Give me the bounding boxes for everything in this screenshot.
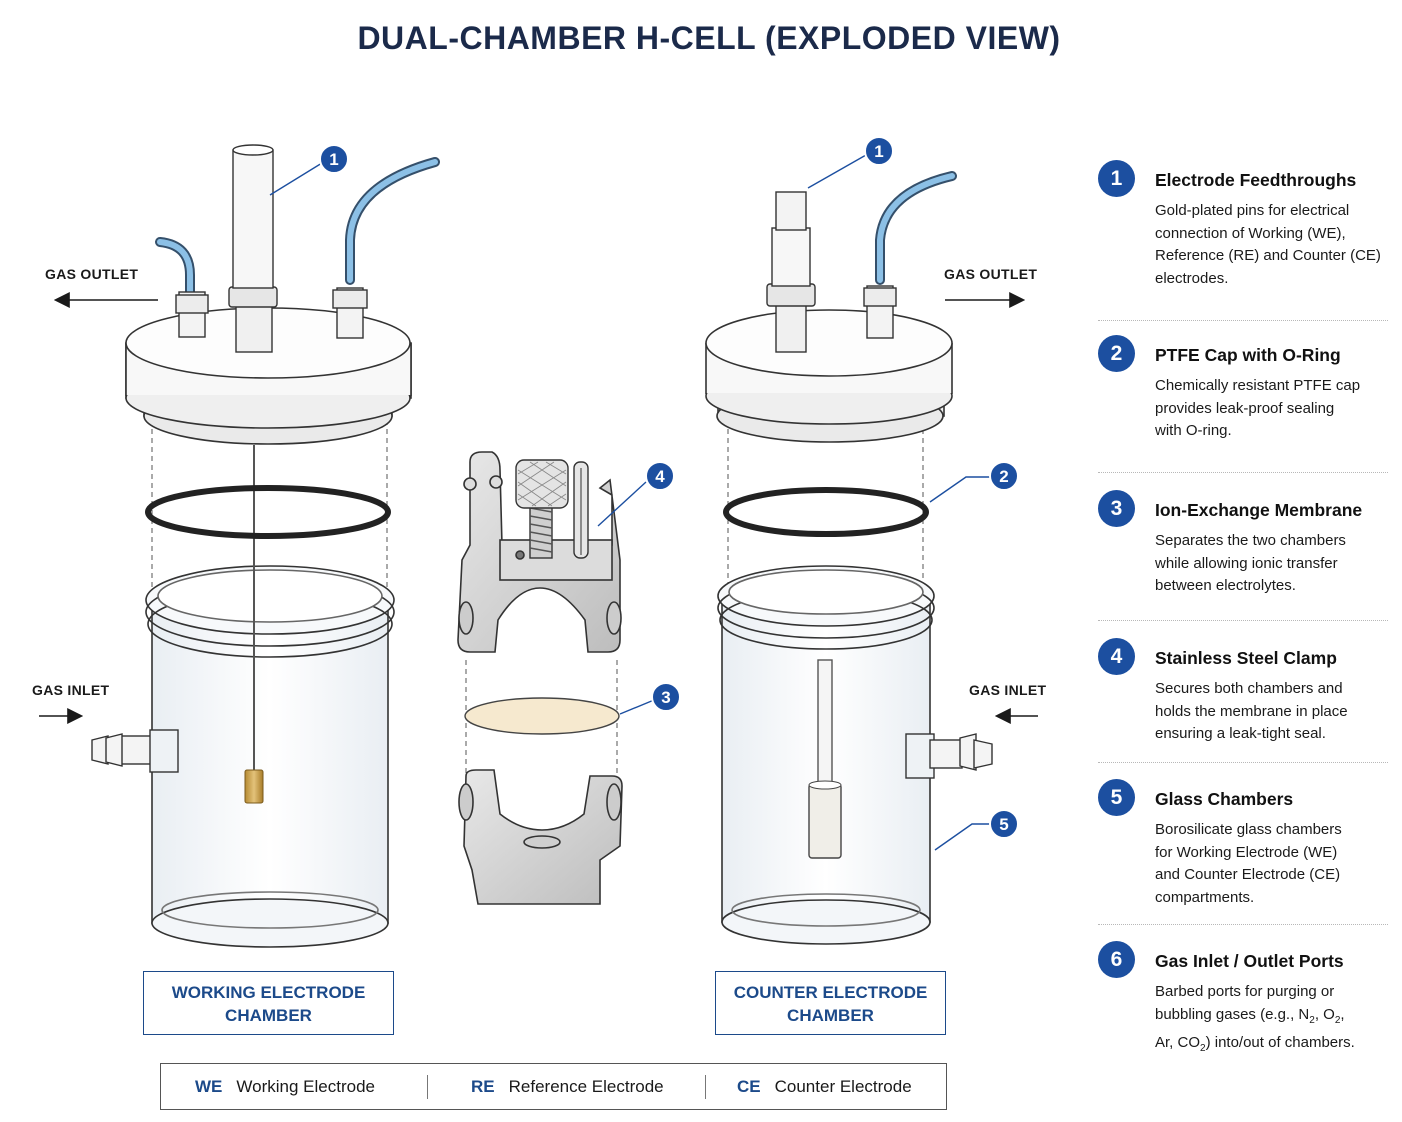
page-title: DUAL-CHAMBER H-CELL (EXPLODED VIEW) xyxy=(357,20,1061,56)
callout-1-left-text: 1 xyxy=(329,150,338,169)
left-o-ring xyxy=(145,485,391,539)
legend-text: Working Electrode xyxy=(236,1076,375,1096)
callout-3-text: 3 xyxy=(661,688,670,707)
callout-1-right xyxy=(864,136,894,166)
legend-item-ce: CE Counter Electrode xyxy=(737,1077,912,1097)
part-title: Glass Chambers xyxy=(1155,789,1294,809)
callout-badges xyxy=(319,136,1019,839)
right-gas-tube xyxy=(875,171,957,285)
working-chamber-line-2: CHAMBER xyxy=(225,1006,312,1025)
gas-inlet-right-label: GAS INLET xyxy=(969,682,1047,698)
legend-text: Reference Electrode xyxy=(508,1076,664,1096)
left-electrode-feedthrough xyxy=(228,96,278,353)
legend-text: Counter Electrode xyxy=(774,1076,912,1096)
gas-outlet-right-label: GAS OUTLET xyxy=(944,266,1038,282)
callout-1-right-text: 1 xyxy=(874,142,883,161)
right-o-ring xyxy=(723,487,929,537)
part-number-badge: 4 xyxy=(1098,638,1135,675)
callout-2-text: 2 xyxy=(999,467,1008,486)
part-number-badge: 5 xyxy=(1098,779,1135,816)
legend-item-re: RE Reference Electrode xyxy=(471,1077,705,1097)
working-chamber-line-1: WORKING ELECTRODE xyxy=(171,983,366,1002)
callout-4-text: 4 xyxy=(655,467,665,486)
ion-exchange-membrane xyxy=(464,697,620,735)
callout-3 xyxy=(651,682,681,712)
left-electrode-rod xyxy=(244,445,264,804)
counter-chamber-line-2: CHAMBER xyxy=(787,1006,874,1025)
gas-inlet-left-label: GAS INLET xyxy=(32,682,110,698)
part-divider xyxy=(1098,924,1388,925)
right-inlet-barb xyxy=(905,733,993,779)
part-number-badge: 1 xyxy=(1098,160,1135,197)
callout-4 xyxy=(645,461,675,491)
part-title: Ion-Exchange Membrane xyxy=(1155,500,1363,520)
right-cap-port xyxy=(863,285,897,339)
callout-5-text: 5 xyxy=(999,815,1008,834)
legend-divider xyxy=(427,1074,428,1099)
electrode-legend: WE Working Electrode RE Reference Electr… xyxy=(160,1063,947,1110)
flow-arrows xyxy=(39,292,1038,724)
part-number-badge: 3 xyxy=(1098,490,1135,527)
part-title: PTFE Cap with O-Ring xyxy=(1155,345,1341,365)
right-counter-electrode xyxy=(808,659,842,859)
center-assembly xyxy=(457,451,623,905)
clamp-thumbscrew xyxy=(515,459,589,559)
callout-numbers: 1 1 2 3 4 5 xyxy=(329,142,1008,834)
legend-abbr: RE xyxy=(471,1076,495,1096)
part-divider xyxy=(1098,320,1388,321)
part-number-badge: 6 xyxy=(1098,941,1135,978)
part-divider xyxy=(1098,620,1388,621)
right-electrode-feedthrough xyxy=(766,136,816,353)
callout-5 xyxy=(989,809,1019,839)
part-divider xyxy=(1098,472,1388,473)
right-ptfe-cap xyxy=(705,309,953,443)
callout-2 xyxy=(989,461,1019,491)
part-title: Stainless Steel Clamp xyxy=(1155,648,1337,668)
callout-leaders xyxy=(269,154,990,851)
part-divider xyxy=(1098,762,1388,763)
legend-item-we: WE Working Electrode xyxy=(195,1077,427,1097)
right-guide-lines xyxy=(727,420,924,585)
left-cap-ports xyxy=(175,287,368,339)
left-guide-lines xyxy=(151,420,388,590)
left-glass-chamber xyxy=(145,565,395,948)
legend-divider xyxy=(705,1074,706,1099)
part-number-badge: 2 xyxy=(1098,335,1135,372)
counter-electrode-cell xyxy=(705,136,993,945)
left-inlet-barb xyxy=(91,729,179,773)
left-gas-tubes xyxy=(155,157,440,305)
callout-1-left xyxy=(319,144,349,174)
part-title: Gas Inlet / Outlet Ports xyxy=(1155,951,1344,971)
part-title: Electrode Feedthroughs xyxy=(1155,170,1357,190)
legend-abbr: WE xyxy=(195,1076,223,1096)
working-electrode-chamber-label: WORKING ELECTRODE CHAMBER xyxy=(143,971,394,1035)
clamp-bottom xyxy=(458,769,623,905)
counter-chamber-line-1: COUNTER ELECTRODE xyxy=(733,983,928,1002)
legend-abbr: CE xyxy=(737,1076,761,1096)
gas-outlet-left-label: GAS OUTLET xyxy=(45,266,139,282)
counter-electrode-chamber-label: COUNTER ELECTRODE CHAMBER xyxy=(715,971,946,1035)
working-electrode-cell xyxy=(91,96,440,948)
